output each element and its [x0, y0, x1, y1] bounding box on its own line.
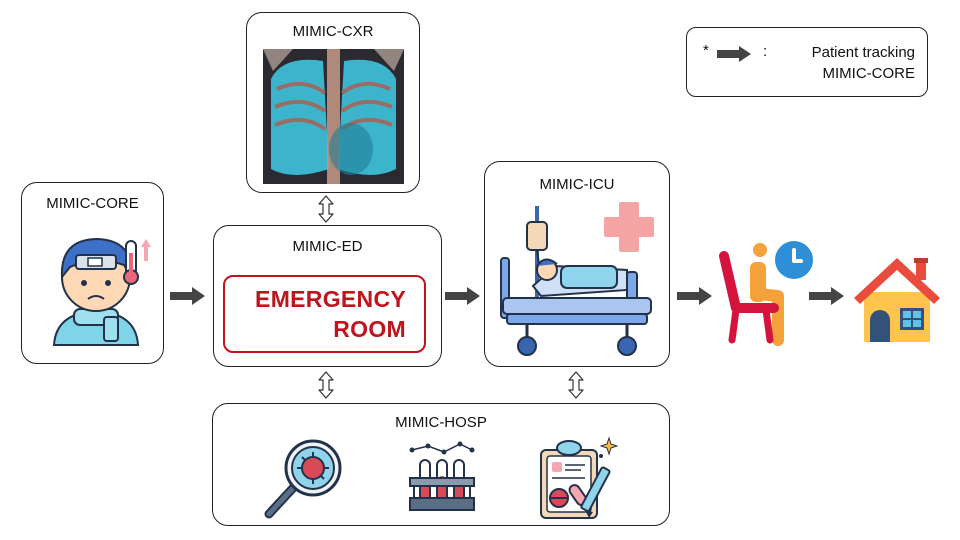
legend-arrow-icon: [717, 46, 751, 62]
medical-record-icon: [540, 436, 619, 519]
virus-magnifier-icon: [264, 439, 342, 519]
sick-patient-icon: [52, 237, 151, 346]
link-arrow-icu-hosp: [568, 371, 584, 399]
node-mimic-core: MIMIC-CORE: [21, 182, 164, 364]
legend-line2: MIMIC-CORE: [822, 65, 916, 82]
waiting-chair-icon: [719, 243, 784, 346]
legend-line1: Patient tracking: [811, 44, 915, 61]
link-arrow-ed-hosp: [318, 371, 334, 399]
medical-cross-icon: [604, 202, 654, 252]
legend-asterisk: *: [703, 42, 709, 59]
node-title-cxr: MIMIC-CXR: [292, 23, 374, 40]
clock-icon: [775, 241, 813, 279]
node-title-icu: MIMIC-ICU: [539, 176, 615, 193]
flow-arrow-ed-icu: [445, 287, 480, 305]
emergency-line2: ROOM: [333, 316, 406, 342]
node-mimic-ed: MIMIC-ED EMERGENCY ROOM: [213, 225, 442, 367]
flow-arrow-core-ed: [170, 287, 205, 305]
flow-arrow-discharge-home: [809, 287, 844, 305]
emergency-line1: EMERGENCY: [255, 286, 406, 312]
house-icon: [854, 258, 940, 342]
legend-box: * : Patient tracking MIMIC-CORE: [686, 27, 928, 97]
chest-xray-image: [263, 49, 404, 184]
flow-arrow-icu-discharge: [677, 287, 712, 305]
node-mimic-icu: MIMIC-ICU: [484, 161, 670, 367]
node-mimic-hosp: MIMIC-HOSP: [212, 403, 670, 526]
hospital-bed-icon: [500, 206, 652, 356]
link-arrow-cxr-ed: [318, 195, 334, 223]
legend-colon: :: [763, 43, 768, 60]
node-title-ed: MIMIC-ED: [292, 238, 363, 255]
legend-label: Patient tracking MIMIC-CORE: [812, 42, 915, 84]
node-mimic-cxr: MIMIC-CXR: [246, 12, 420, 193]
node-title-hosp: MIMIC-HOSP: [395, 414, 487, 431]
node-title-core: MIMIC-CORE: [46, 195, 139, 212]
test-tubes-icon: [409, 441, 475, 511]
emergency-room-sign: EMERGENCY ROOM: [223, 275, 426, 353]
